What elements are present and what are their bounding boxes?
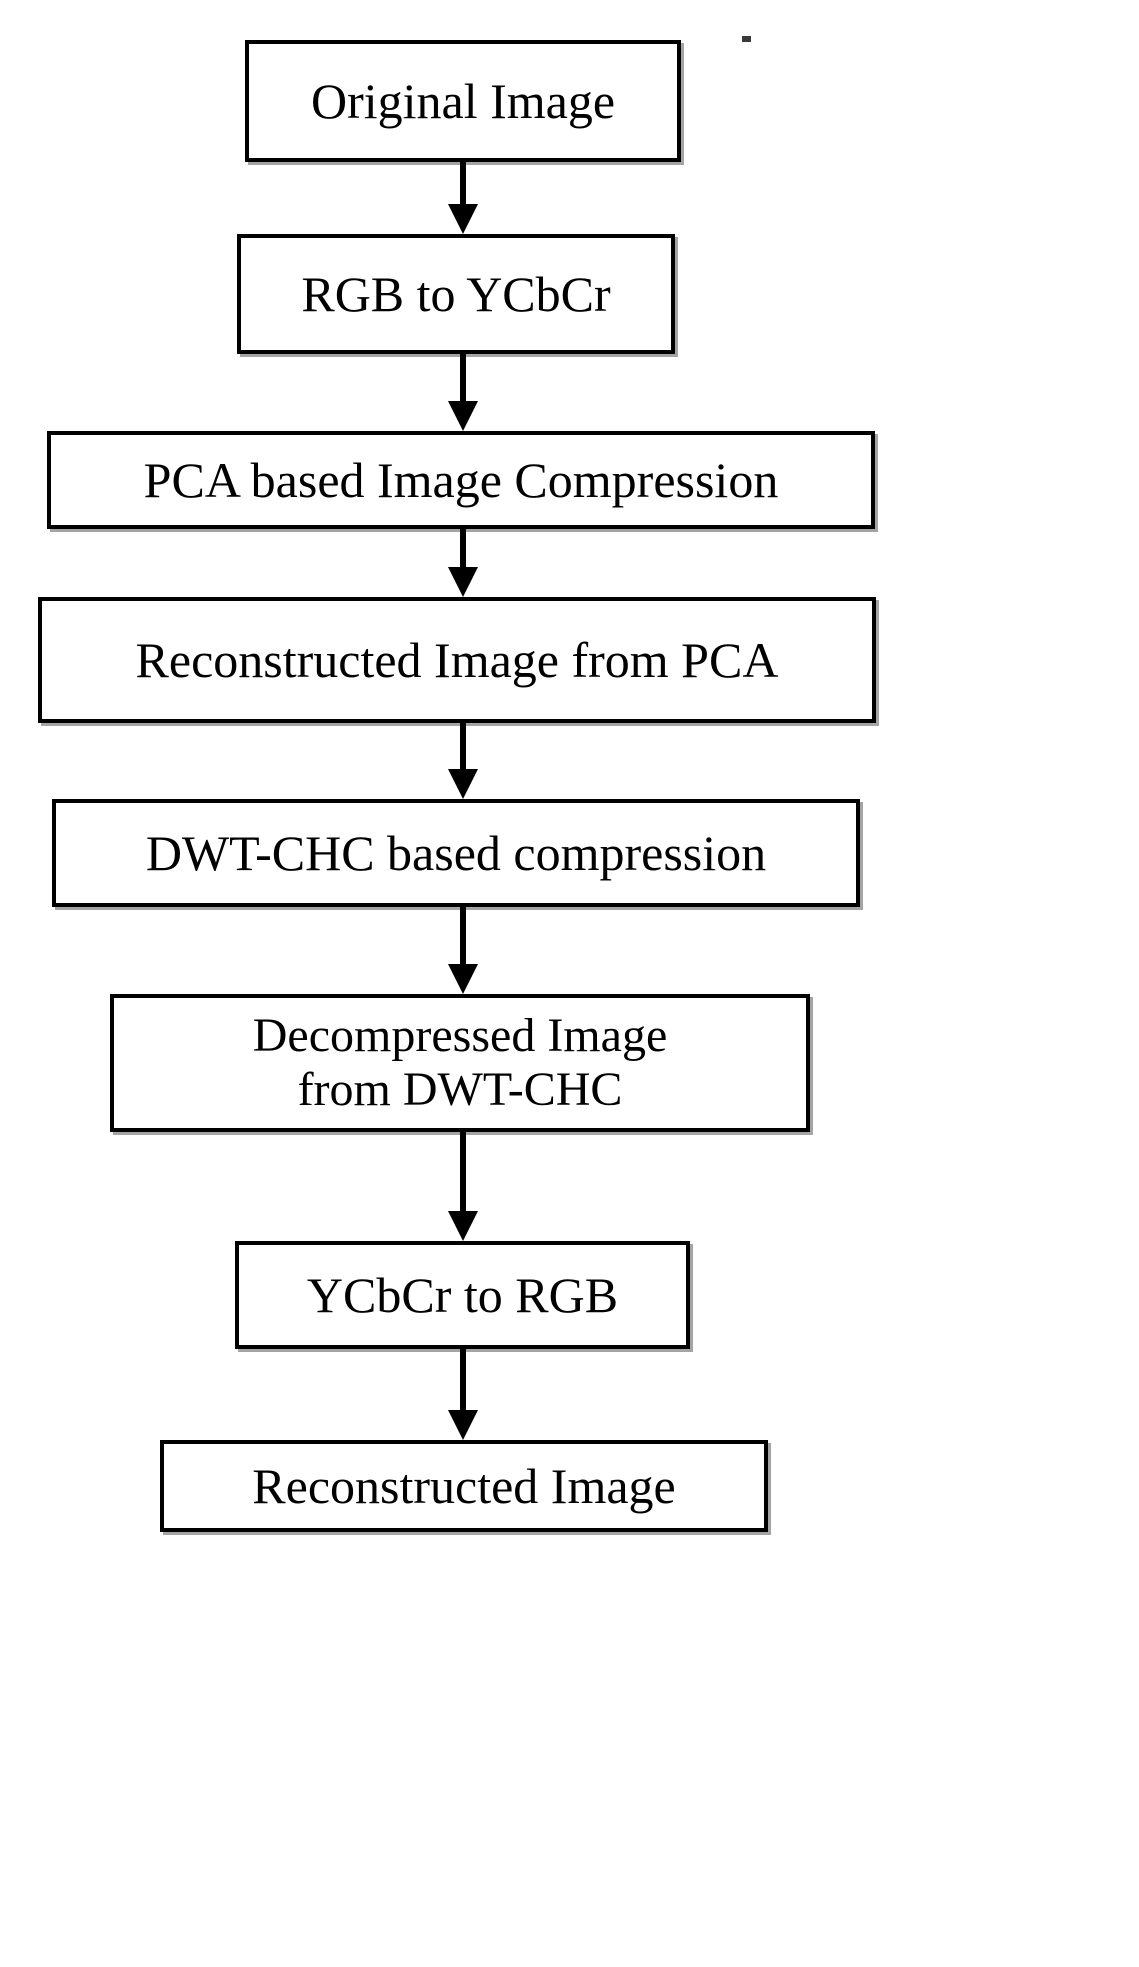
node-original-image[interactable]: Original Image — [245, 40, 681, 162]
arrow-head-icon — [448, 567, 478, 597]
node-pca-compression[interactable]: PCA based Image Compression — [47, 431, 875, 529]
node-label: RGB to YCbCr — [301, 266, 611, 322]
node-label: Original Image — [310, 73, 616, 129]
node-rgb-to-ycbcr[interactable]: RGB to YCbCr — [237, 234, 675, 354]
arrow-shaft — [460, 529, 466, 571]
node-reconstructed-from-pca[interactable]: Reconstructed Image from PCA — [38, 597, 876, 723]
arrow-head-icon — [448, 1211, 478, 1241]
node-reconstructed-image[interactable]: Reconstructed Image — [160, 1440, 768, 1532]
arrow-shaft — [460, 1349, 466, 1414]
node-label: PCA based Image Compression — [143, 452, 779, 508]
scan-speck-artifact — [742, 36, 751, 42]
arrow-shaft — [460, 723, 466, 773]
node-label: DWT-CHC based compression — [145, 825, 767, 881]
node-dwt-chc-compression[interactable]: DWT-CHC based compression — [52, 799, 860, 907]
node-label: Decompressed Image from DWT-CHC — [252, 1009, 668, 1116]
arrow-head-icon — [448, 401, 478, 431]
node-label: YCbCr to RGB — [306, 1267, 619, 1323]
arrow-shaft — [460, 1132, 466, 1215]
arrow-shaft — [460, 162, 466, 208]
node-label: Reconstructed Image from PCA — [135, 632, 779, 688]
node-decompressed-from-dwt-chc[interactable]: Decompressed Image from DWT-CHC — [110, 994, 810, 1132]
arrow-head-icon — [448, 769, 478, 799]
node-ycbcr-to-rgb[interactable]: YCbCr to RGB — [235, 1241, 690, 1349]
arrow-shaft — [460, 354, 466, 405]
arrow-head-icon — [448, 964, 478, 994]
node-label: Reconstructed Image — [252, 1458, 676, 1514]
arrow-head-icon — [448, 1410, 478, 1440]
arrow-shaft — [460, 907, 466, 968]
arrow-head-icon — [448, 204, 478, 234]
